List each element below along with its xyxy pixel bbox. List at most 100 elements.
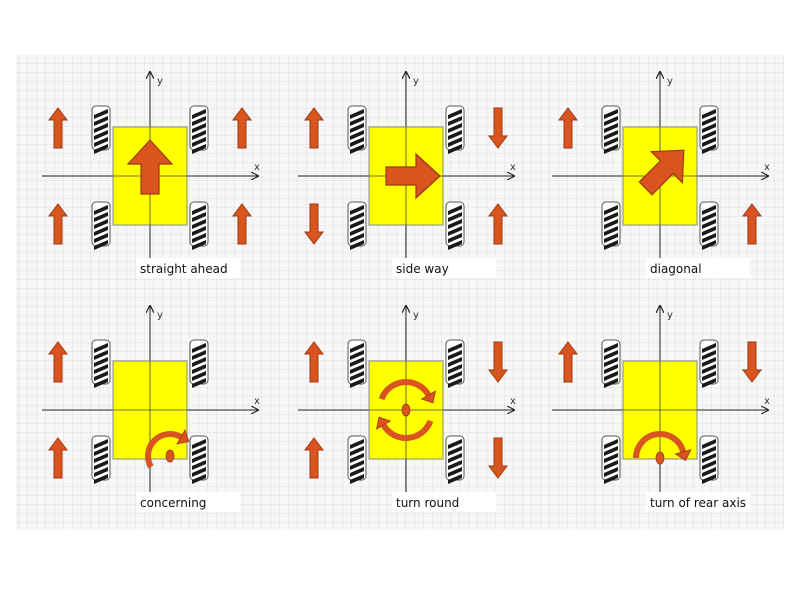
caption-box bbox=[646, 492, 750, 512]
wheel-tread bbox=[350, 460, 364, 470]
x-axis-label: x bbox=[254, 396, 260, 407]
wheel-tread bbox=[192, 371, 206, 381]
wheel bbox=[91, 435, 111, 484]
wheel-tread bbox=[94, 219, 108, 229]
caption-box bbox=[646, 258, 750, 278]
wheel-tread bbox=[350, 130, 364, 140]
wheel-tread bbox=[350, 357, 364, 367]
wheel-tread bbox=[448, 474, 462, 484]
y-axis-label: y bbox=[413, 76, 419, 87]
rotation-arc-icon bbox=[145, 431, 183, 469]
wheel-tread bbox=[604, 123, 618, 133]
wheel-tread bbox=[192, 130, 206, 140]
rotation-arc-icon bbox=[378, 379, 432, 401]
wheel-tread bbox=[192, 343, 206, 353]
wheel-tread bbox=[448, 453, 462, 463]
wheel-tread bbox=[702, 350, 716, 360]
wheel-tread bbox=[350, 439, 364, 449]
arc-arrow-head-icon bbox=[420, 390, 437, 404]
wheel-tread bbox=[350, 446, 364, 456]
wheel-tread bbox=[604, 439, 618, 449]
wheel bbox=[699, 435, 719, 484]
wheel bbox=[601, 105, 621, 154]
wheel-tread bbox=[448, 343, 462, 353]
arrow-up-icon bbox=[48, 203, 68, 245]
wheel-tread bbox=[702, 371, 716, 381]
wheel-tread bbox=[448, 226, 462, 236]
arrow-down-icon bbox=[304, 203, 324, 245]
wheel-tread bbox=[192, 446, 206, 456]
wheel-tread bbox=[192, 439, 206, 449]
wheel-tread bbox=[350, 212, 364, 222]
wheel-tread bbox=[702, 343, 716, 353]
wheel bbox=[347, 435, 367, 484]
wheel-tread bbox=[702, 364, 716, 374]
wheel-tread bbox=[94, 460, 108, 470]
wheel-tread bbox=[604, 378, 618, 388]
x-axis-label: x bbox=[510, 162, 516, 173]
x-axis-label: x bbox=[510, 396, 516, 407]
y-axis-label: y bbox=[667, 76, 673, 87]
arrow-up-icon bbox=[742, 203, 762, 245]
wheel-tread bbox=[192, 240, 206, 250]
wheel-tread bbox=[604, 467, 618, 477]
wheel-tread bbox=[94, 467, 108, 477]
wheel-tread bbox=[192, 219, 206, 229]
wheel-tread bbox=[94, 226, 108, 236]
wheel bbox=[189, 339, 209, 388]
wheel-tread bbox=[604, 137, 618, 147]
arrow-down-icon bbox=[488, 341, 508, 383]
wheel-tread bbox=[604, 116, 618, 126]
wheel-tread bbox=[448, 467, 462, 477]
caption: straight ahead bbox=[140, 262, 228, 276]
wheel-tread bbox=[94, 130, 108, 140]
wheel-tread bbox=[192, 364, 206, 374]
arrow-up-icon bbox=[48, 437, 68, 479]
wheel-tread bbox=[448, 446, 462, 456]
y-axis-label: y bbox=[157, 76, 163, 87]
wheel-tread bbox=[448, 212, 462, 222]
wheel-tread bbox=[448, 219, 462, 229]
wheel-tread bbox=[94, 137, 108, 147]
rotation-arc-icon bbox=[633, 431, 687, 459]
wheel-tread bbox=[350, 378, 364, 388]
caption: diagonal bbox=[650, 262, 702, 276]
wheel-tread bbox=[350, 233, 364, 243]
wheel-tread bbox=[448, 137, 462, 147]
wheel-tread bbox=[604, 474, 618, 484]
wheel-tread bbox=[350, 371, 364, 381]
wheel-tread bbox=[350, 453, 364, 463]
pivot-point-icon bbox=[401, 403, 411, 417]
wheel-tread bbox=[604, 343, 618, 353]
wheel-tread bbox=[604, 144, 618, 154]
wheel-tread bbox=[448, 439, 462, 449]
caption: turn round bbox=[396, 496, 459, 510]
wheel-tread bbox=[94, 144, 108, 154]
wheel bbox=[445, 435, 465, 484]
wheel-tread bbox=[350, 350, 364, 360]
wheel-tread bbox=[702, 453, 716, 463]
wheel-tread bbox=[94, 212, 108, 222]
wheel-tread bbox=[448, 123, 462, 133]
wheel-tread bbox=[192, 467, 206, 477]
arrow-up-icon bbox=[304, 341, 324, 383]
wheel-tread bbox=[604, 350, 618, 360]
wheel bbox=[445, 339, 465, 388]
wheel-tread bbox=[702, 460, 716, 470]
wheel-tread bbox=[350, 364, 364, 374]
arrow-down-icon bbox=[488, 437, 508, 479]
arc-arrow-head-icon bbox=[674, 449, 692, 462]
wheel-tread bbox=[702, 233, 716, 243]
wheel-tread bbox=[702, 212, 716, 222]
wheel-tread bbox=[94, 357, 108, 367]
wheel bbox=[699, 339, 719, 388]
wheel-tread bbox=[350, 474, 364, 484]
pivot-point-icon bbox=[655, 451, 665, 465]
wheel bbox=[189, 435, 209, 484]
wheel-tread bbox=[702, 219, 716, 229]
